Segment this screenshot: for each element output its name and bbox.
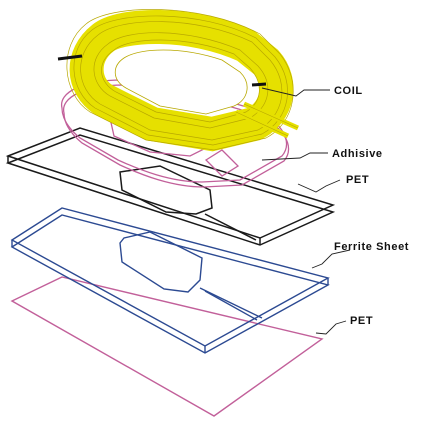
coil-winding — [57, 9, 300, 152]
top-pet-layer — [5, 127, 336, 246]
coil-label: COIL — [334, 85, 363, 97]
ferrite-sheet-label: Ferrite Sheet — [334, 241, 409, 253]
ferrite-leader — [311, 249, 351, 269]
bottom-pet-layer — [10, 276, 324, 417]
coil-leader — [261, 87, 330, 97]
pet-top-leader — [297, 179, 341, 193]
pet-top-label: PET — [346, 174, 369, 186]
ferrite-sheet-layer — [10, 207, 330, 354]
adhesive-label: Adhisive — [332, 148, 383, 160]
adhesive-leader — [261, 152, 328, 161]
pet-bottom-label: PET — [350, 315, 373, 327]
pet-bottom-leader — [315, 320, 347, 335]
